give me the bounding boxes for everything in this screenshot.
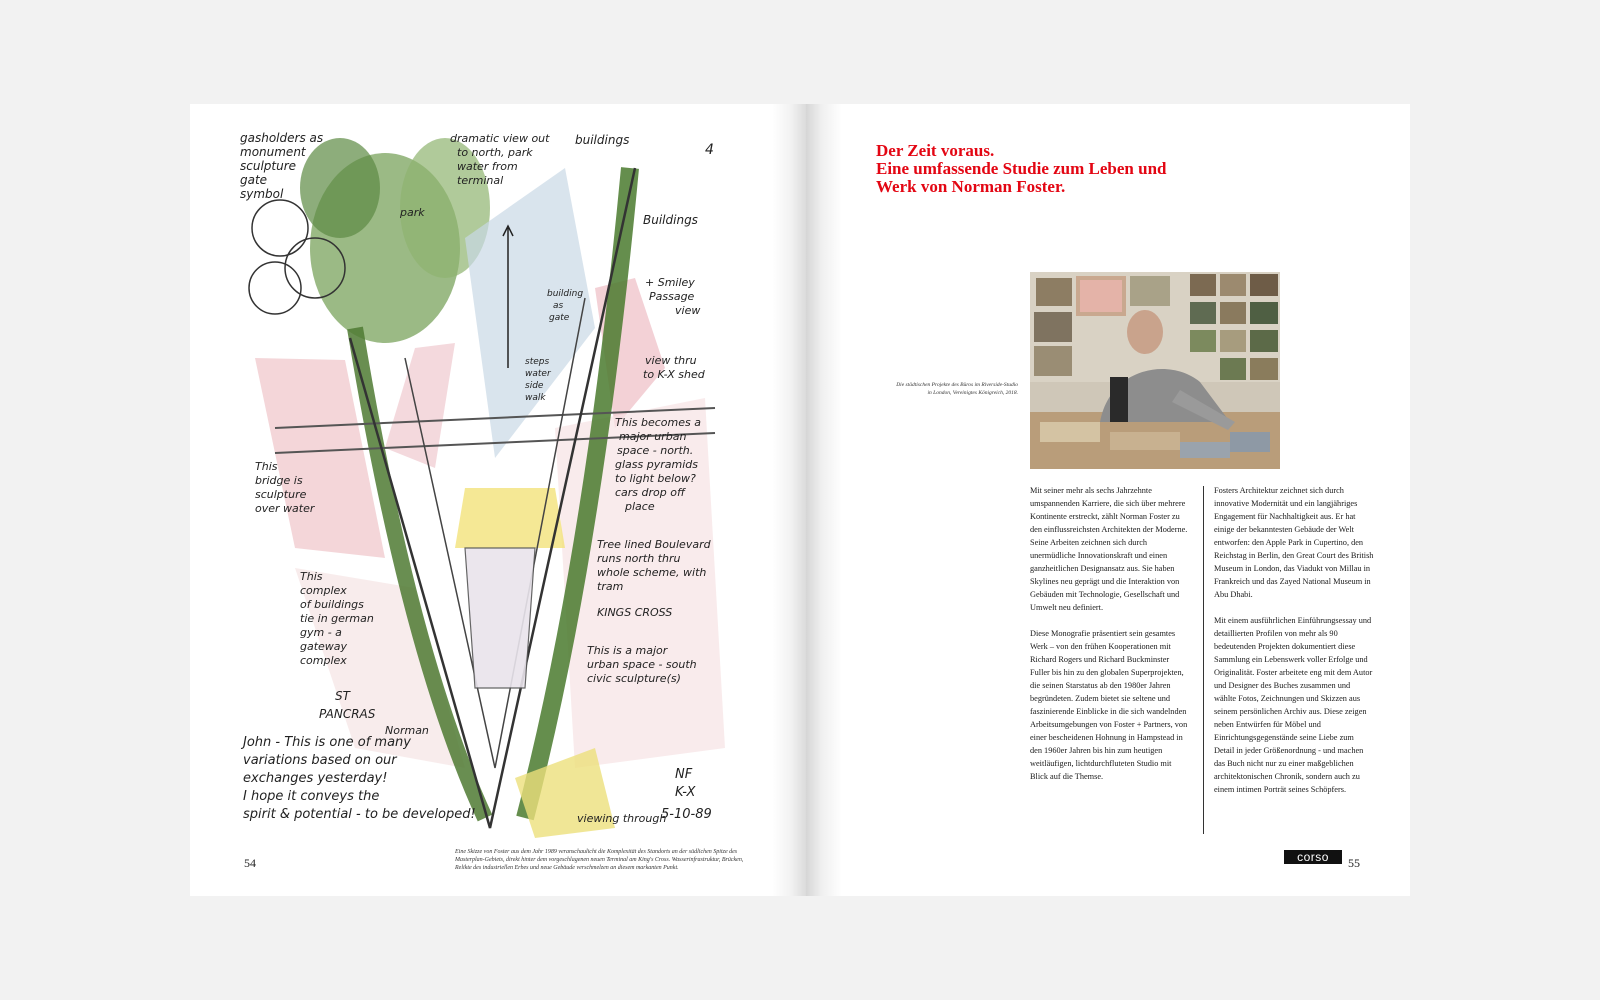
headline-line: Der Zeit voraus. <box>876 141 995 160</box>
sketch-note: + Smiley <box>645 276 695 289</box>
sketch-note: This becomes a <box>615 416 701 429</box>
right-page: Der Zeit voraus. Eine umfassende Studie … <box>806 104 1410 896</box>
sketch-note: water <box>525 369 552 379</box>
sketch-note: place <box>624 500 655 513</box>
architectural-sketch: gasholders as monument sculpture gate sy… <box>240 131 725 838</box>
sketch-note: major urban <box>619 430 686 443</box>
page-number: 54 <box>244 856 256 870</box>
sketch-note: walk <box>525 393 546 403</box>
gutter-shadow <box>772 104 806 896</box>
sketch-note: 4 <box>705 142 714 158</box>
sketch-note: park <box>399 206 425 219</box>
gutter-shadow <box>806 104 842 896</box>
sketch-note: ST <box>335 689 352 703</box>
body-paragraph: Fosters Architektur zeichnet sich durch … <box>1214 486 1374 599</box>
column-divider <box>1203 486 1204 834</box>
sketch-note: cars drop off <box>615 486 686 499</box>
sketch-note: tram <box>597 580 623 593</box>
sketch-note: side <box>525 381 544 391</box>
sketch-note: whole scheme, with <box>597 566 706 579</box>
sketch-note: KINGS CROSS <box>597 606 672 619</box>
headline-line: Werk von Norman Foster. <box>876 177 1066 196</box>
sketch-note: exchanges yesterday! <box>243 771 387 786</box>
sketch-note: sculpture <box>255 488 307 501</box>
sketch-note: to K-X shed <box>643 368 706 381</box>
body-column-left: Mit seiner mehr als sechs Jahrzehnte ums… <box>1030 484 1190 796</box>
sketch-note: building <box>547 289 583 299</box>
sketch-note: view <box>675 304 700 317</box>
sketch-note: PANCRAS <box>319 707 376 721</box>
sketch-note: over water <box>255 502 316 515</box>
sketch-note: 5-10-89 <box>661 807 712 822</box>
sketch-note: dramatic view out <box>450 132 550 145</box>
sketch-note: spirit & potential - to be developed! <box>243 807 476 822</box>
sketch-note: terminal <box>457 174 503 187</box>
sketch-note: to north, park <box>457 146 533 159</box>
sketch-note: This is a major <box>587 644 669 657</box>
sketch-note: civic sculpture(s) <box>587 672 681 685</box>
sketch-note: complex <box>300 584 347 597</box>
sketch-note: gasholders as <box>240 131 323 145</box>
sketch-note: gate <box>549 313 570 323</box>
sketch-note: urban space - south <box>587 658 697 671</box>
sketch-note: space - north. <box>617 444 693 457</box>
left-page: gasholders as monument sculpture gate sy… <box>190 104 806 896</box>
sketch-note: This <box>255 460 278 473</box>
sketch-note: sculpture <box>240 159 296 173</box>
sketch-note: of buildings <box>300 598 364 611</box>
sketch-note: Norman <box>385 724 429 737</box>
sketch-note: as <box>553 301 564 311</box>
sketch-note: Buildings <box>643 213 698 227</box>
sketch-note: gym - a <box>300 626 342 639</box>
sketch-note: Tree lined Boulevard <box>597 538 712 551</box>
sketch-note: water from <box>457 160 518 173</box>
body-paragraph: Diese Monografie präsentiert sein gesamt… <box>1030 629 1188 781</box>
body-paragraph: Mit seiner mehr als sechs Jahrzehnte ums… <box>1030 486 1188 612</box>
sketch-note: viewing through <box>577 812 666 825</box>
sketch-note: buildings <box>575 133 629 147</box>
sketch-note: steps <box>525 357 549 367</box>
corso-logo: corso <box>1284 850 1342 864</box>
page-number: 55 <box>1348 856 1360 870</box>
sketch-note: gateway <box>300 640 348 653</box>
sketch-note: variations based on our <box>243 753 398 768</box>
sketch-note: runs north thru <box>597 552 681 565</box>
studio-photo-image <box>1030 272 1280 469</box>
sketch-note: NF <box>675 767 693 782</box>
headline-line: Eine umfassende Studie zum Leben und <box>876 159 1167 178</box>
sketch-note: tie in german <box>300 612 374 625</box>
sketch-note: bridge is <box>255 474 303 487</box>
sketch-note: This <box>300 570 323 583</box>
sketch-note: Passage <box>649 290 695 303</box>
studio-photo <box>1030 272 1280 469</box>
body-paragraph: Mit einem ausführlichen Einführungsessay… <box>1214 616 1373 794</box>
headline: Der Zeit voraus. Eine umfassende Studie … <box>876 142 1166 196</box>
sketch-note: John - This is one of many <box>240 735 411 750</box>
sketch-note: monument <box>240 145 307 159</box>
sketch-note: complex <box>300 654 347 667</box>
sketch-note: glass pyramids <box>615 458 698 471</box>
sketch-note: view thru <box>645 354 697 367</box>
sketch-caption: Eine Skizze von Foster aus dem Jahr 1989… <box>455 849 744 871</box>
sketch-note: gate <box>240 173 267 187</box>
sketch-note: symbol <box>240 187 284 201</box>
body-column-right: Fosters Architektur zeichnet sich durch … <box>1214 484 1374 809</box>
sketch-note: K-X <box>675 785 696 800</box>
photo-caption: Die städtischen Projekte des Büros im Ri… <box>896 382 1018 396</box>
sketch-note: to light below? <box>615 472 696 485</box>
sketch-note: I hope it conveys the <box>243 789 379 804</box>
